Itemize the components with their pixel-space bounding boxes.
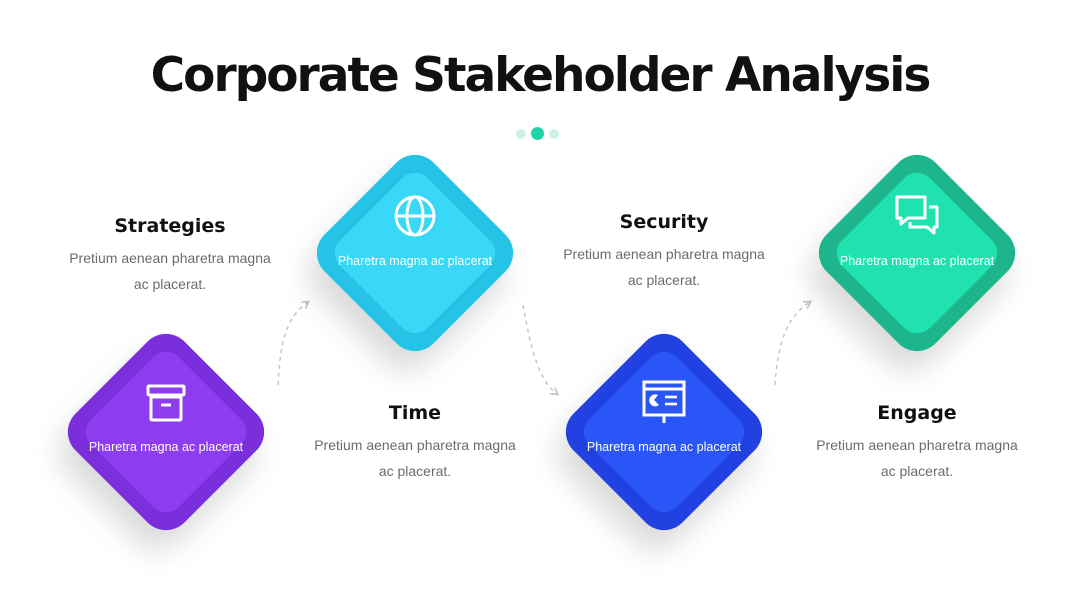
step-label-time: Time Pretium aenean pharetra magna ac pl… — [305, 402, 525, 484]
step-card-text: Pharetra magna ac placerat — [88, 440, 244, 454]
step-label-security: Security Pretium aenean pharetra magna a… — [554, 211, 774, 293]
step-card-time-content: Pharetra magna ac placerat — [335, 193, 495, 272]
step-card-text: Pharetra magna ac placerat — [839, 254, 995, 268]
step-label-strategies: Strategies Pretium aenean pharetra magna… — [60, 215, 280, 297]
step-card-text: Pharetra magna ac placerat — [586, 440, 742, 454]
step-label-engage: Engage Pretium aenean pharetra magna ac … — [807, 402, 1027, 484]
step-card-engage-content: Pharetra magna ac placerat — [837, 193, 997, 272]
connector-arrow-1 — [277, 302, 308, 386]
connector-arrow-2 — [522, 304, 557, 394]
step-heading: Strategies — [114, 215, 226, 237]
step-card-text: Pharetra magna ac placerat — [337, 254, 493, 268]
pagination-dot[interactable] — [516, 128, 526, 139]
step-description: Pretium aenean pharetra magna ac placera… — [563, 246, 765, 288]
pagination-dot-active[interactable] — [531, 127, 544, 140]
chat-bubbles-icon — [895, 195, 939, 235]
step-description: Pretium aenean pharetra magna ac placera… — [314, 437, 516, 479]
step-card-security-content: Pharetra magna ac placerat — [584, 379, 744, 458]
pagination-dots — [516, 127, 559, 140]
connector-arrow-3 — [774, 302, 810, 386]
step-description: Pretium aenean pharetra magna ac placera… — [816, 437, 1018, 479]
globe-icon — [394, 195, 436, 237]
pagination-dot[interactable] — [549, 128, 559, 139]
step-card-strategies-content: Pharetra magna ac placerat — [86, 381, 246, 458]
archive-box-icon — [146, 384, 186, 422]
step-heading: Security — [619, 211, 709, 233]
page-title: Corporate Stakeholder Analysis — [150, 48, 932, 103]
step-heading: Time — [388, 402, 442, 424]
step-heading: Engage — [877, 402, 957, 424]
presentation-board-icon — [642, 380, 686, 423]
step-description: Pretium aenean pharetra magna ac placera… — [69, 250, 271, 292]
